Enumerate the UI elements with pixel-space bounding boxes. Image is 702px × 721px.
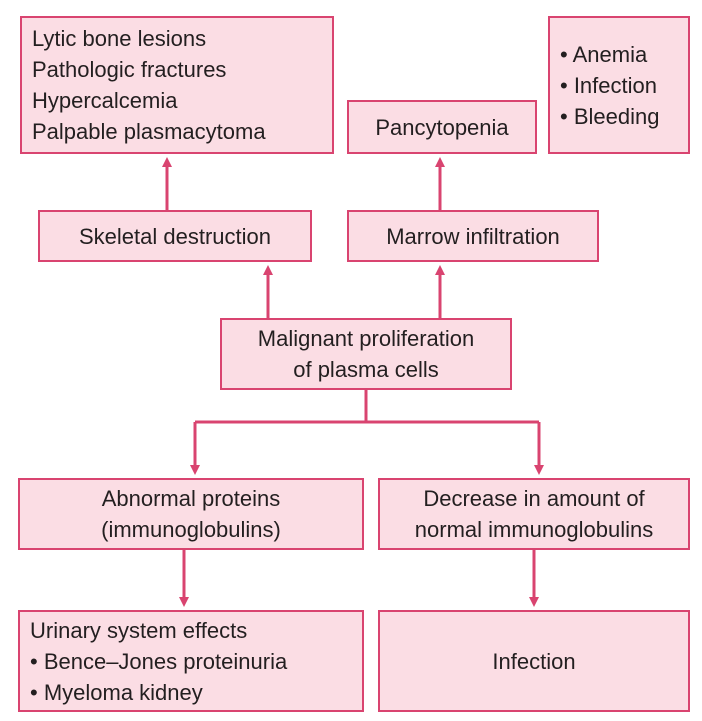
node-malignant-line-2: of plasma cells [293,357,439,382]
node-decrease-line-2: normal immunoglobulins [414,517,654,542]
node-anemia-line-3: • Bleeding [560,103,660,129]
node-urinary-system: Urinary system effects • Bence–Jones pro… [18,610,364,712]
node-pancytopenia-line-1: Pancytopenia [375,114,509,140]
node-urinary-line-1: Urinary system effects [30,617,248,643]
node-infection-line-1: Infection [492,648,576,674]
node-lytic: Lytic bone lesions Pathologic fractures … [20,16,334,154]
node-marrow-infiltration: Marrow infiltration [347,210,599,262]
node-pancytopenia: Pancytopenia [347,100,537,154]
node-urinary-line-2: • Bence–Jones proteinuria [30,648,288,674]
node-anemia-line-2: • Infection [560,72,657,98]
node-urinary-line-3: • Myeloma kidney [30,679,203,705]
node-anemia: • Anemia • Infection • Bleeding [548,16,690,154]
node-lytic-line-4: Palpable plasmacytoma [32,119,266,144]
node-infection: Infection [378,610,690,712]
node-malignant-proliferation: Malignant proliferation of plasma cells [220,318,512,390]
node-malignant-line-1: Malignant proliferation [257,326,475,351]
node-abnormal-line-2: (immunoglobulins) [101,517,281,542]
node-decrease-immunoglobulins: Decrease in amount of normal immunoglobu… [378,478,690,550]
node-lytic-line-1: Lytic bone lesions [32,26,207,51]
node-abnormal-line-1: Abnormal proteins [101,486,281,511]
node-lytic-line-2: Pathologic fractures [32,57,227,82]
node-lytic-line-3: Hypercalcemia [32,88,178,113]
node-skeletal-line-1: Skeletal destruction [79,223,271,249]
node-marrow-line-1: Marrow infiltration [386,223,560,249]
node-abnormal-proteins: Abnormal proteins (immunoglobulins) [18,478,364,550]
node-decrease-line-1: Decrease in amount of [423,486,645,511]
node-anemia-line-1: • Anemia [560,41,648,67]
node-skeletal-destruction: Skeletal destruction [38,210,312,262]
